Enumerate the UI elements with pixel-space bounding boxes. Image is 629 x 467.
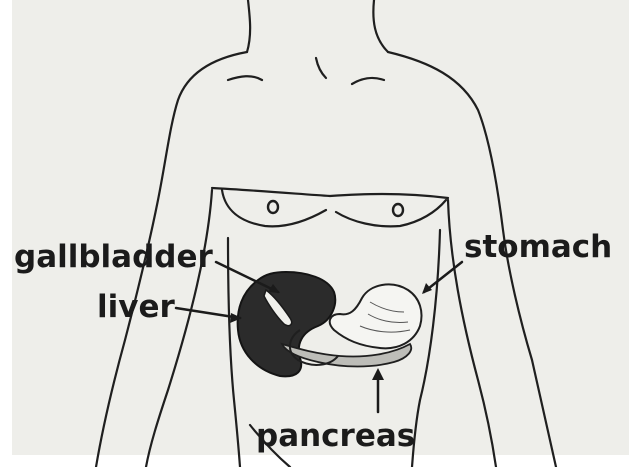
scan-margin-left bbox=[0, 0, 12, 467]
pancreas-label: pancreas bbox=[256, 421, 415, 452]
gallbladder-label: gallbladder bbox=[14, 242, 213, 273]
liver-label: liver bbox=[97, 292, 175, 323]
scan-margin-bottom bbox=[0, 455, 629, 467]
stomach-label: stomach bbox=[464, 232, 612, 263]
